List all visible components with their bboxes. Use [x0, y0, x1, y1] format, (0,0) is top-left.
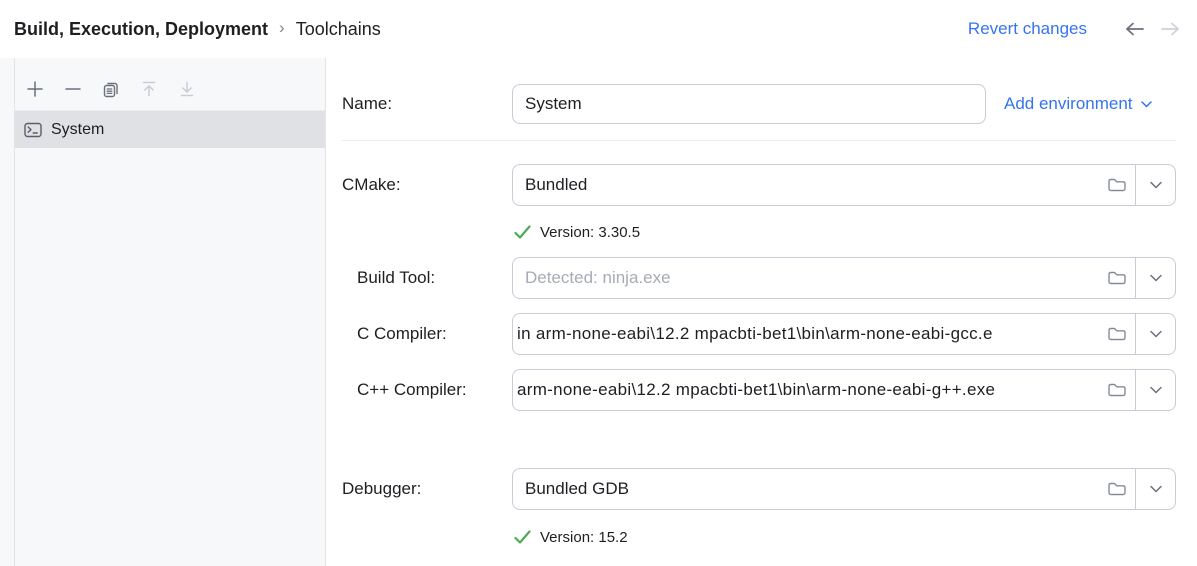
build-tool-label: Build Tool: — [357, 268, 436, 287]
build-tool-browse-folder-icon[interactable] — [1099, 258, 1135, 298]
success-check-icon — [514, 225, 531, 240]
c-compiler-browse-folder-icon[interactable] — [1099, 314, 1135, 354]
add-toolchain-button[interactable] — [25, 79, 45, 99]
toolchain-list: System — [15, 111, 325, 566]
cmake-version-text: Version: 3.30.5 — [540, 224, 641, 241]
c-compiler-dropdown-chevron-icon[interactable] — [1136, 314, 1175, 354]
duplicate-toolchain-button[interactable] — [101, 79, 121, 99]
breadcrumb: Build, Execution, Deployment › Toolchain… — [14, 18, 381, 40]
toolchain-list-item-system[interactable]: System — [15, 111, 325, 148]
cmake-value[interactable]: Bundled — [525, 175, 588, 194]
name-row: Name: Add environment — [342, 84, 1176, 124]
history-navigation — [1124, 20, 1181, 38]
breadcrumb-page: Toolchains — [295, 18, 381, 39]
cpp-compiler-row: C++ Compiler: arm-none-eabi\12.2 mpacbti… — [342, 369, 1176, 411]
debugger-row: Debugger: Bundled GDB — [342, 468, 1176, 510]
cmake-combo: Bundled — [512, 164, 1176, 206]
combo-divider — [1135, 370, 1136, 410]
name-input[interactable] — [512, 84, 986, 124]
section-separator — [342, 140, 1176, 141]
debugger-label: Debugger: — [342, 479, 422, 498]
debugger-version-status: Version: 15.2 — [514, 529, 1176, 546]
breadcrumb-separator: › — [279, 18, 285, 37]
move-up-button[interactable] — [139, 79, 159, 99]
debugger-combo: Bundled GDB — [512, 468, 1176, 510]
build-tool-value[interactable]: Detected: ninja.exe — [525, 268, 671, 287]
remove-toolchain-button[interactable] — [63, 79, 83, 99]
debugger-value[interactable]: Bundled GDB — [525, 479, 629, 498]
settings-header: Build, Execution, Deployment › Toolchain… — [0, 0, 1197, 58]
back-arrow-icon[interactable] — [1124, 20, 1146, 38]
c-compiler-combo: in arm-none-eabi\12.2 mpacbti-bet1\bin\a… — [512, 313, 1176, 355]
toolchain-list-toolbar — [15, 58, 325, 111]
cmake-version-status: Version: 3.30.5 — [514, 224, 1176, 241]
build-tool-combo: Detected: ninja.exe — [512, 257, 1176, 299]
c-compiler-label: C Compiler: — [357, 324, 447, 343]
cmake-dropdown-chevron-icon[interactable] — [1136, 165, 1175, 205]
cpp-compiler-combo: arm-none-eabi\12.2 mpacbti-bet1\bin\arm-… — [512, 369, 1176, 411]
cpp-compiler-label: C++ Compiler: — [357, 380, 467, 399]
c-compiler-row: C Compiler: in arm-none-eabi\12.2 mpacbt… — [342, 313, 1176, 355]
build-tool-dropdown-chevron-icon[interactable] — [1136, 258, 1175, 298]
debugger-dropdown-chevron-icon[interactable] — [1136, 469, 1175, 509]
cpp-compiler-value[interactable]: arm-none-eabi\12.2 mpacbti-bet1\bin\arm-… — [517, 380, 996, 399]
c-compiler-value[interactable]: in arm-none-eabi\12.2 mpacbti-bet1\bin\a… — [517, 324, 993, 343]
toolchain-list-panel: System — [15, 58, 326, 566]
success-check-icon — [514, 530, 531, 545]
debugger-version-text: Version: 15.2 — [540, 529, 628, 546]
breadcrumb-section[interactable]: Build, Execution, Deployment — [14, 18, 269, 39]
terminal-icon — [24, 122, 42, 138]
cpp-compiler-browse-folder-icon[interactable] — [1099, 370, 1135, 410]
combo-divider — [1135, 258, 1136, 298]
debugger-browse-folder-icon[interactable] — [1099, 469, 1135, 509]
combo-divider — [1135, 314, 1136, 354]
combo-divider — [1135, 165, 1136, 205]
toolchain-form: Name: Add environment CMake: Bundled Ver… — [327, 58, 1197, 566]
add-environment-dropdown[interactable]: Add environment — [1004, 94, 1153, 114]
build-tool-row: Build Tool: Detected: ninja.exe — [342, 257, 1176, 299]
cmake-browse-folder-icon[interactable] — [1099, 165, 1135, 205]
name-label: Name: — [342, 94, 393, 113]
revert-changes-link[interactable]: Revert changes — [967, 19, 1087, 38]
cmake-label: CMake: — [342, 175, 401, 194]
move-down-button[interactable] — [177, 79, 197, 99]
add-environment-label: Add environment — [1004, 94, 1133, 113]
forward-arrow-icon[interactable] — [1159, 20, 1181, 38]
cmake-row: CMake: Bundled — [342, 164, 1176, 206]
cpp-compiler-dropdown-chevron-icon[interactable] — [1136, 370, 1175, 410]
toolchain-item-label: System — [51, 120, 105, 138]
settings-tree-edge — [0, 58, 15, 566]
combo-divider — [1135, 469, 1136, 509]
